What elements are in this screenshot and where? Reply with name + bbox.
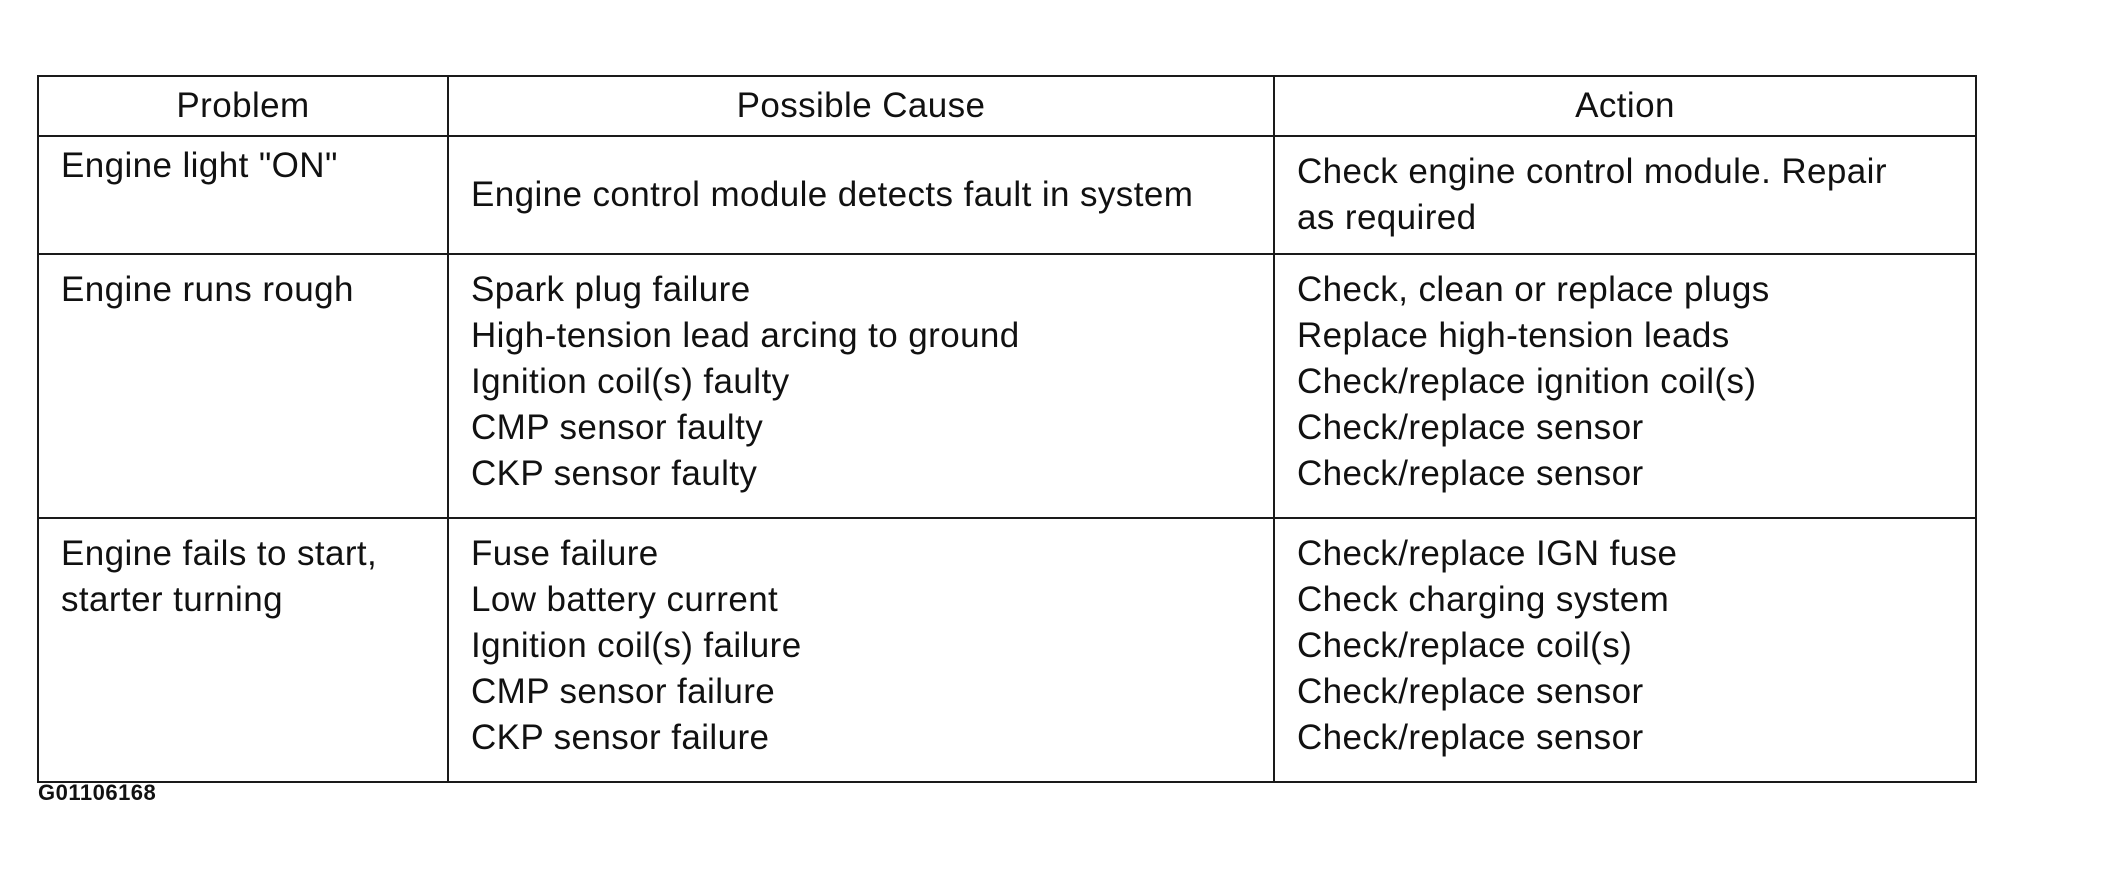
action-text: Check engine control module. Repair: [1297, 152, 1887, 191]
problem-text: Engine light "ON": [61, 146, 338, 185]
action-text: Check/replace ignition coil(s): [1297, 362, 1757, 401]
cause-text: Engine control module detects fault in s…: [471, 175, 1194, 214]
action-text: Check, clean or replace plugs: [1297, 270, 1770, 309]
possible-cause-cell: Fuse failure Low battery current Ignitio…: [447, 517, 1275, 783]
cause-text: High-tension lead arcing to ground: [471, 316, 1020, 355]
diagnosis-table: Problem Possible Cause Action Engine lig…: [37, 75, 1977, 783]
action-cell: Check engine control module. Repair as r…: [1273, 135, 1977, 255]
cause-text: Ignition coil(s) failure: [471, 626, 802, 665]
problem-cell: Engine fails to start, starter turning: [37, 517, 449, 783]
cause-text: Spark plug failure: [471, 270, 751, 309]
action-text: Check/replace sensor: [1297, 408, 1644, 447]
action-text: Replace high-tension leads: [1297, 316, 1730, 355]
action-text: Check/replace coil(s): [1297, 626, 1633, 665]
table-header-row: Problem Possible Cause Action: [37, 75, 1977, 137]
figure-id-label: G01106168: [38, 780, 157, 805]
cause-text: Ignition coil(s) faulty: [471, 362, 790, 401]
problem-cell: Engine light "ON": [37, 135, 449, 255]
cause-text: CMP sensor faulty: [471, 408, 764, 447]
cause-text: Low battery current: [471, 580, 779, 619]
problem-text: Engine fails to start,: [61, 534, 378, 573]
action-text: Check/replace sensor: [1297, 672, 1644, 711]
cause-text: CKP sensor failure: [471, 718, 770, 757]
cause-text: CKP sensor faulty: [471, 454, 758, 493]
column-header-problem: Problem: [37, 75, 449, 137]
action-text: Check/replace IGN fuse: [1297, 534, 1678, 573]
problem-cell: Engine runs rough: [37, 253, 449, 519]
cause-text: Fuse failure: [471, 534, 659, 573]
problem-text: Engine runs rough: [61, 270, 354, 309]
action-text: Check charging system: [1297, 580, 1670, 619]
action-cell: Check, clean or replace plugs Replace hi…: [1273, 253, 1977, 519]
possible-cause-cell: Spark plug failure High-tension lead arc…: [447, 253, 1275, 519]
table-row: Engine fails to start, starter turning F…: [37, 517, 1977, 783]
action-text: Check/replace sensor: [1297, 718, 1644, 757]
action-cell: Check/replace IGN fuse Check charging sy…: [1273, 517, 1977, 783]
column-header-action: Action: [1273, 75, 1977, 137]
table-row: Engine light "ON" Engine control module …: [37, 135, 1977, 255]
column-header-possible-cause: Possible Cause: [447, 75, 1275, 137]
possible-cause-cell: Engine control module detects fault in s…: [447, 135, 1275, 255]
cause-text: CMP sensor failure: [471, 672, 776, 711]
table-row: Engine runs rough Spark plug failure Hig…: [37, 253, 1977, 519]
action-text: as required: [1297, 198, 1477, 237]
problem-text: starter turning: [61, 580, 283, 619]
action-text: Check/replace sensor: [1297, 454, 1644, 493]
